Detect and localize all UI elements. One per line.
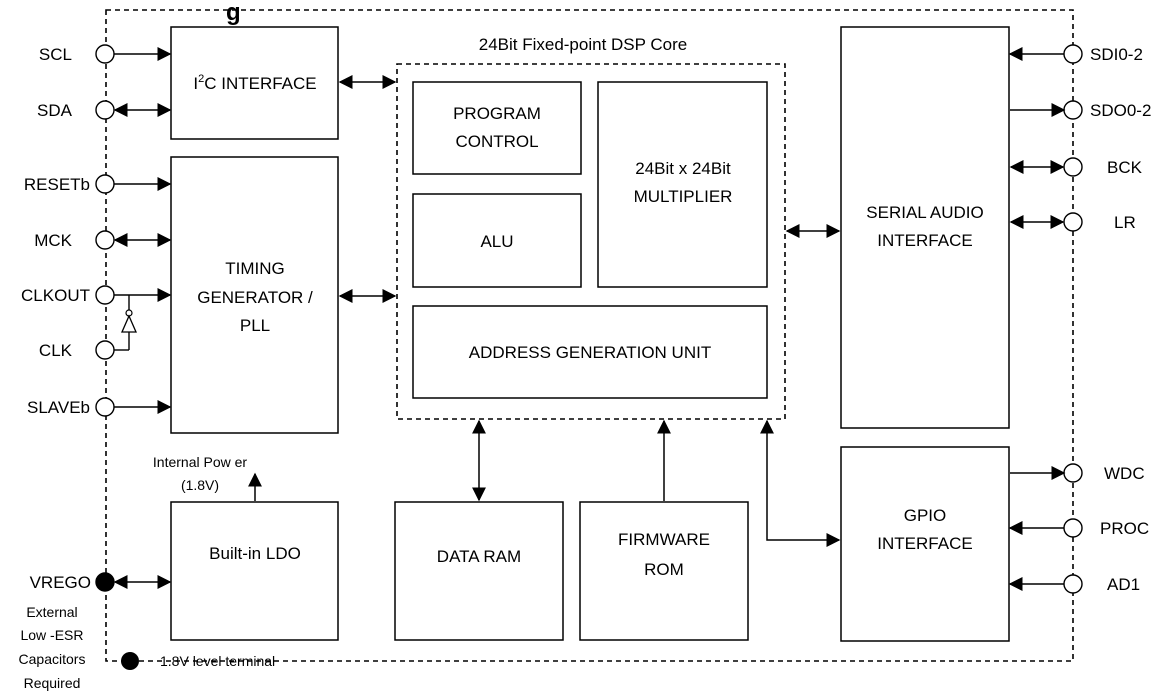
multiplier-label-2: MULTIPLIER (634, 187, 733, 206)
pin-ad1: AD1 (1008, 574, 1140, 594)
pin-proc-label: PROC (1100, 519, 1149, 538)
chip-boundary (105, 9, 1074, 662)
ldo-block: Built-in LDO (170, 501, 339, 641)
pin-scl-label: SCL (39, 45, 72, 64)
program-control-label-1: PROGRAM (453, 104, 541, 123)
external-caps-label-1: External (26, 604, 77, 620)
pin-sdo-label: SDO0-2 (1090, 101, 1151, 120)
pin-lr-label: LR (1114, 213, 1136, 232)
pin-bck-label: BCK (1107, 158, 1143, 177)
pin-scl: SCL (39, 44, 172, 64)
pin-sdo: SDO0-2 (1010, 100, 1151, 120)
dsp-core-title: 24Bit Fixed-point DSP Core (479, 35, 688, 54)
data-ram-label: DATA RAM (437, 547, 521, 566)
external-caps-label-3: Capacitors (19, 651, 86, 667)
firmware-rom-block: FIRMWARE ROM (579, 501, 749, 641)
ldo-label: Built-in LDO (209, 544, 301, 563)
pin-bck: BCK (1009, 157, 1143, 177)
pin-ad1-label: AD1 (1107, 575, 1140, 594)
gpio-label-2: INTERFACE (877, 534, 972, 553)
pin-clk-label: CLK (39, 341, 73, 360)
timing-label-1: TIMING (225, 259, 285, 278)
multiplier-label-1: 24Bit x 24Bit (635, 159, 731, 178)
pin-clkout: CLKOUT (21, 285, 172, 305)
i2c-interface-block: I2C INTERFACE (170, 26, 339, 140)
pin-sdi-label: SDI0-2 (1090, 45, 1143, 64)
pin-mck-label: MCK (34, 231, 72, 250)
pin-slaveb-label: SLAVEb (27, 398, 90, 417)
legend-filled-terminal-icon (121, 652, 139, 670)
address-generation-unit-block: ADDRESS GENERATION UNIT (412, 305, 768, 399)
clock-buffer (114, 295, 137, 351)
legend-label: 1.8V level terminal (160, 653, 275, 669)
pin-lr: LR (1009, 212, 1136, 232)
pin-sdi: SDI0-2 (1008, 44, 1143, 64)
data-ram-block: DATA RAM (394, 501, 564, 641)
gpio-label-1: GPIO (904, 506, 947, 525)
program-control-block: PROGRAM CONTROL (412, 81, 582, 175)
timing-generator-block: TIMING GENERATOR / PLL (170, 156, 339, 434)
pin-vrego-label: VREGO (30, 573, 91, 592)
serial-audio-interface-block: SERIAL AUDIO INTERFACE (840, 26, 1010, 429)
pin-proc: PROC (1008, 518, 1149, 538)
firmware-rom-label-2: ROM (644, 560, 684, 579)
pin-sda-label: SDA (37, 101, 73, 120)
pin-wdc: WDC (1010, 463, 1145, 483)
alu-block: ALU (412, 193, 582, 288)
dsp-core-block: 24Bit Fixed-point DSP Core (396, 35, 786, 420)
internal-power-label-1: Internal Pow er (153, 454, 247, 470)
diagram-title-fragment: g (226, 0, 241, 26)
firmware-rom-label-1: FIRMWARE (618, 530, 710, 549)
bus-core-gpio (760, 419, 841, 547)
gpio-interface-block: GPIO INTERFACE (840, 446, 1010, 642)
pin-slaveb: SLAVEb (27, 397, 172, 417)
external-caps-label-4: Required (24, 675, 81, 691)
pin-wdc-label: WDC (1104, 464, 1145, 483)
multiplier-block: 24Bit x 24Bit MULTIPLIER (597, 81, 768, 288)
alu-label: ALU (480, 232, 513, 251)
internal-power-label-2: (1.8V) (181, 477, 219, 493)
timing-label-3: PLL (240, 316, 270, 335)
pin-clkout-label: CLKOUT (21, 286, 90, 305)
external-caps-label-2: Low -ESR (20, 627, 83, 643)
pin-vrego: VREGO (30, 572, 172, 592)
pin-resetb: RESETb (24, 174, 172, 194)
program-control-label-2: CONTROL (455, 132, 538, 151)
agu-label: ADDRESS GENERATION UNIT (469, 343, 711, 362)
pin-mck: MCK (34, 230, 172, 250)
pin-resetb-label: RESETb (24, 175, 90, 194)
i2c-interface-label: I2C INTERFACE (193, 73, 316, 93)
pin-clk: CLK (39, 340, 115, 360)
timing-label-2: GENERATOR / (197, 288, 313, 307)
pin-sda: SDA (37, 100, 172, 120)
serial-audio-label-1: SERIAL AUDIO (866, 203, 983, 222)
serial-audio-label-2: INTERFACE (877, 231, 972, 250)
